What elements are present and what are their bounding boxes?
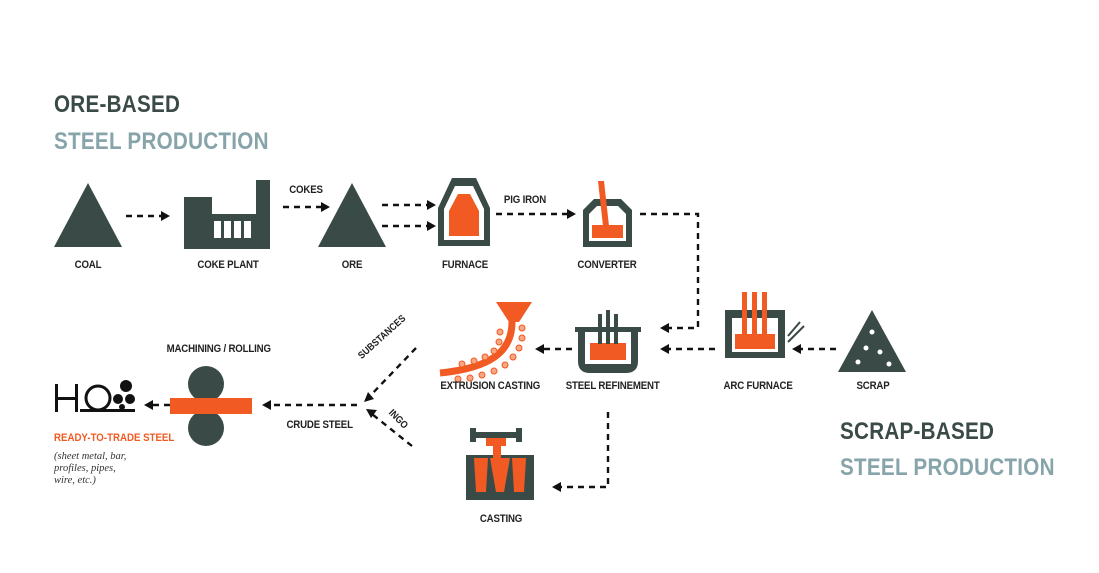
extrusion-casting-icon bbox=[439, 302, 532, 383]
edge-label-crude-steel: CRUDE STEEL bbox=[286, 419, 353, 431]
node-label-casting: CASTING bbox=[479, 513, 523, 525]
arrow-converter-to-refinement bbox=[640, 212, 700, 330]
ore-icon bbox=[318, 183, 386, 247]
scrap-heading-line1: SCRAP-BASED bbox=[840, 418, 995, 445]
converter-icon bbox=[583, 181, 632, 247]
node-label-ore: ORE bbox=[341, 259, 363, 271]
node-label-furnace: FURNACE bbox=[441, 259, 489, 271]
ore-heading-line1: ORE-BASED bbox=[54, 91, 181, 118]
arrow-refinement-to-casting bbox=[560, 412, 610, 489]
output-note-line-1: (sheet metal, bar, bbox=[54, 451, 127, 462]
ore-heading-line2: STEEL PRODUCTION bbox=[54, 128, 269, 155]
scrap-icon bbox=[838, 310, 906, 372]
flow-arrows bbox=[126, 203, 836, 489]
casting-icon bbox=[466, 428, 534, 500]
node-label-scrap: SCRAP bbox=[856, 380, 890, 392]
arc-furnace-icon bbox=[725, 292, 805, 358]
node-label-converter: CONVERTER bbox=[577, 259, 637, 271]
edge-label-pig-iron: PIG IRON bbox=[503, 194, 547, 206]
arrow-heads bbox=[144, 200, 801, 492]
output-note: (sheet metal, bar, profiles, pipes, wire… bbox=[54, 451, 126, 487]
rolling-icon bbox=[170, 366, 252, 446]
node-label-steel-refinement: STEEL REFINEMENT bbox=[565, 380, 660, 392]
node-label-machining-rolling: MACHINING / ROLLING bbox=[166, 343, 271, 355]
ho-logo-icon bbox=[55, 380, 135, 412]
coal-icon bbox=[54, 183, 122, 247]
edge-label-cokes: COKES bbox=[289, 184, 323, 196]
output-title: READY-TO-TRADE STEEL bbox=[54, 432, 175, 444]
node-label-coke-plant: COKE PLANT bbox=[197, 259, 259, 271]
node-label-arc-furnace: ARC FURNACE bbox=[723, 380, 793, 392]
furnace-icon bbox=[438, 178, 490, 246]
coke-plant-icon bbox=[184, 180, 270, 249]
output-note-line-2: profiles, pipes, bbox=[54, 463, 116, 474]
arrow-ingo bbox=[371, 413, 413, 447]
output-note-line-3: wire, etc.) bbox=[54, 475, 96, 486]
node-label-coal: COAL bbox=[74, 259, 102, 271]
arrow-substances bbox=[369, 347, 417, 397]
node-label-extrusion-casting: EXTRUSION CASTING bbox=[440, 380, 541, 392]
steel-refinement-icon bbox=[575, 310, 641, 373]
scrap-heading-line2: STEEL PRODUCTION bbox=[840, 454, 1055, 481]
